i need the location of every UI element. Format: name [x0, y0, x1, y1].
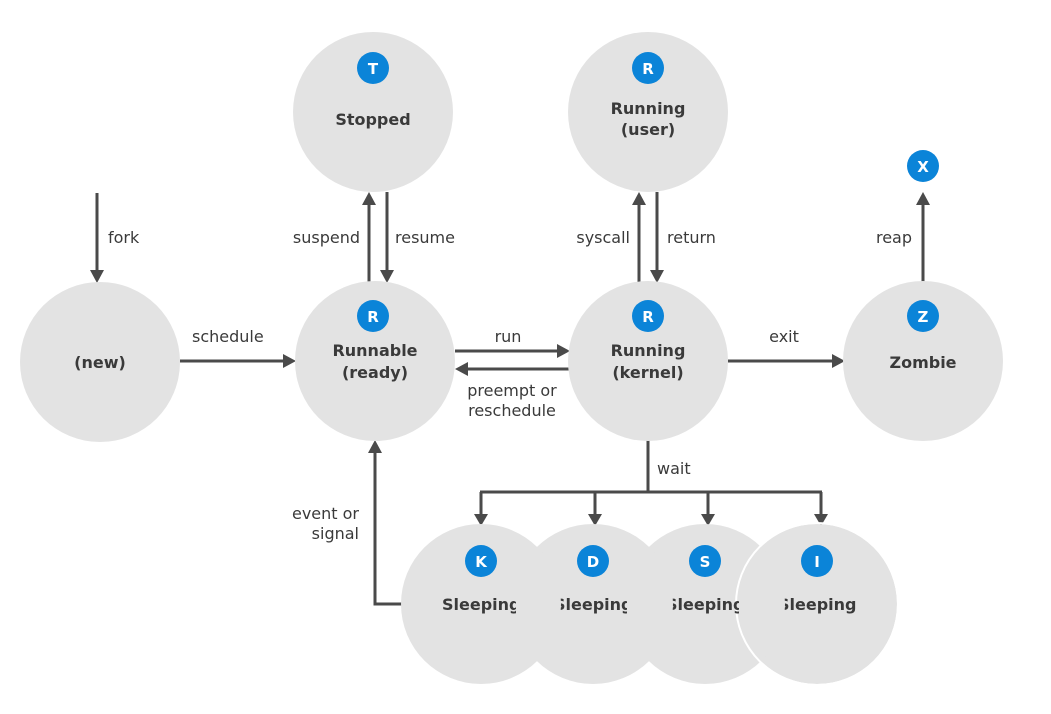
- wait-label: wait: [657, 459, 691, 478]
- preempt-label-line2: reschedule: [468, 401, 556, 420]
- state-stopped: T Stopped: [293, 32, 453, 192]
- running-user-label-line1: Running: [611, 99, 686, 118]
- state-zombie: Z Zombie: [843, 281, 1003, 441]
- state-sleeping-i: I Sleeping: [737, 524, 897, 684]
- state-new: (new): [20, 282, 180, 442]
- state-running-kernel: R Running (kernel): [568, 281, 728, 441]
- schedule-arrow: [180, 354, 296, 368]
- exit-label: exit: [769, 327, 799, 346]
- exit-arrow: [728, 354, 845, 368]
- fork-arrow: [90, 193, 104, 283]
- runnable-label-line1: Runnable: [332, 341, 417, 360]
- badge-r-user-icon: R: [632, 52, 664, 84]
- runnable-label-line2: (ready): [342, 363, 408, 382]
- reap-arrow: [916, 192, 930, 282]
- event-label-line2: signal: [312, 524, 359, 543]
- resume-label: resume: [395, 228, 455, 247]
- badge-t-icon: T: [357, 52, 389, 84]
- state-sleeping-d: D Sleeping: [513, 524, 673, 684]
- svg-text:S: S: [700, 553, 711, 571]
- badge-r-kernel-icon: R: [632, 300, 664, 332]
- svg-text:D: D: [587, 553, 599, 571]
- run-arrow: [455, 344, 570, 358]
- badge-x-icon: X: [907, 150, 939, 182]
- suspend-arrow: [362, 192, 376, 282]
- syscall-label: syscall: [576, 228, 630, 247]
- event-label-line1: event or: [292, 504, 359, 523]
- preempt-arrow: [455, 362, 570, 376]
- svg-text:R: R: [367, 308, 379, 326]
- resume-arrow: [380, 192, 394, 283]
- svg-text:I: I: [814, 553, 820, 571]
- svg-text:Z: Z: [918, 308, 929, 326]
- stopped-label: Stopped: [335, 110, 410, 129]
- sleeping-k-label: Sleeping: [442, 595, 521, 614]
- arrows: [90, 192, 930, 606]
- preempt-label-line1: preempt or: [467, 381, 557, 400]
- syscall-arrow: [632, 192, 646, 282]
- badge-s-icon: S: [689, 545, 721, 577]
- state-runnable: R Runnable (ready): [295, 281, 455, 441]
- running-user-label-line2: (user): [621, 120, 675, 139]
- badge-i-icon: I: [801, 545, 833, 577]
- sleeping-s-label: Sleeping: [666, 595, 745, 614]
- new-label: (new): [74, 353, 126, 372]
- return-arrow: [650, 192, 664, 283]
- fork-label: fork: [108, 228, 140, 247]
- edge-labels: fork schedule suspend resume syscall ret…: [108, 228, 912, 543]
- svg-text:K: K: [475, 553, 488, 571]
- run-label: run: [495, 327, 522, 346]
- sleeping-i-label: Sleeping: [778, 595, 857, 614]
- svg-text:R: R: [642, 308, 654, 326]
- return-label: return: [667, 228, 716, 247]
- state-running-user: R Running (user): [568, 32, 728, 192]
- schedule-label: schedule: [192, 327, 264, 346]
- zombie-label: Zombie: [889, 353, 956, 372]
- svg-text:R: R: [642, 60, 654, 78]
- badge-k-icon: K: [465, 545, 497, 577]
- badge-d-icon: D: [577, 545, 609, 577]
- running-kernel-label-line1: Running: [611, 341, 686, 360]
- svg-text:T: T: [368, 60, 379, 78]
- badge-r-runnable-icon: R: [357, 300, 389, 332]
- suspend-label: suspend: [293, 228, 360, 247]
- reap-label: reap: [876, 228, 912, 247]
- badge-z-icon: Z: [907, 300, 939, 332]
- sleeping-d-label: Sleeping: [554, 595, 633, 614]
- svg-text:X: X: [917, 158, 929, 176]
- event-arrow: [368, 440, 404, 606]
- running-kernel-label-line2: (kernel): [612, 363, 683, 382]
- state-sleeping-k: K Sleeping: [401, 524, 561, 684]
- wait-arrows: [474, 440, 828, 526]
- state-sleeping-s: S Sleeping: [625, 522, 899, 686]
